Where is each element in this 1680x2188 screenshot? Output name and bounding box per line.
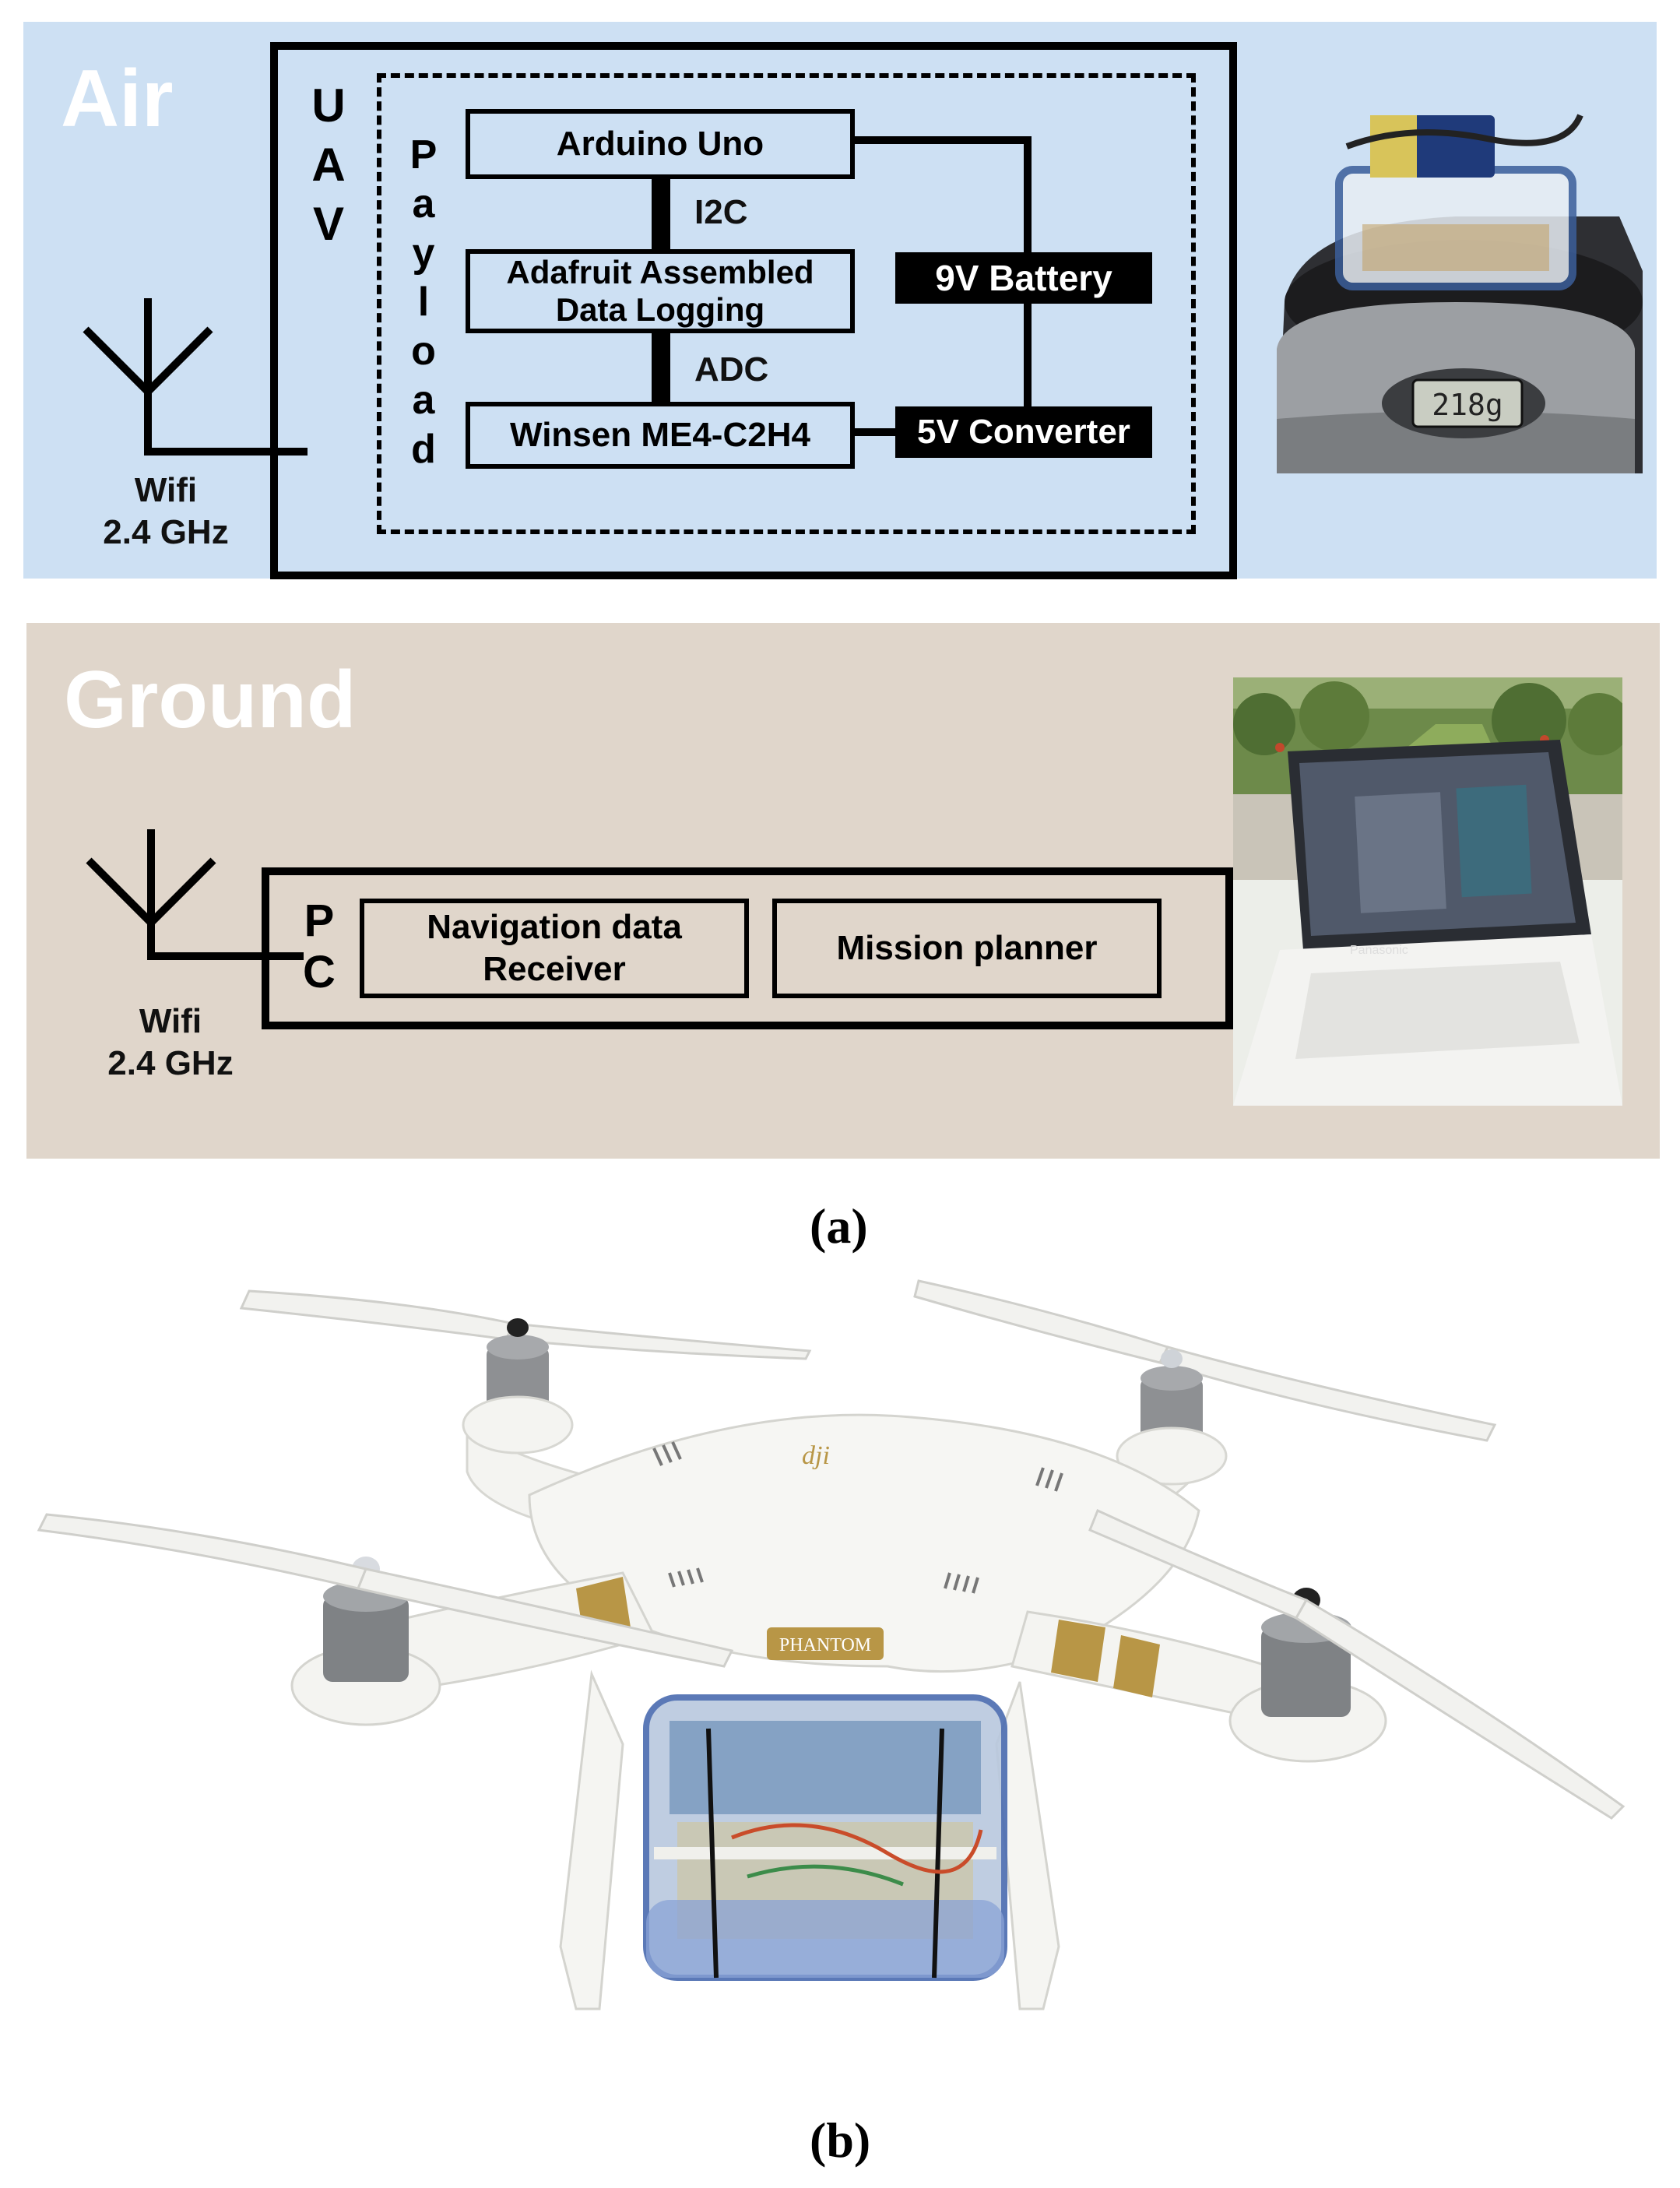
payload-scale-photo: 218g xyxy=(1253,69,1643,489)
air-panel: Air Wifi 2.4 GHz U A V P a y l o a d Ard… xyxy=(23,22,1657,579)
pc-box xyxy=(262,867,1233,1029)
drone-photo: dji PHANTOM xyxy=(37,1279,1626,2010)
adc-label: ADC xyxy=(694,350,769,389)
antenna-icon xyxy=(83,298,308,456)
pc-label: P C xyxy=(296,895,343,998)
payload-letter: P xyxy=(409,132,438,178)
scale-reading: 218g xyxy=(1432,388,1503,422)
pc-letter: C xyxy=(303,947,336,997)
air-wifi-label: Wifi 2.4 GHz xyxy=(103,471,229,551)
phantom-badge: PHANTOM xyxy=(779,1635,871,1655)
payload-letter: a xyxy=(412,181,435,227)
payload-box xyxy=(377,73,1196,534)
datalogger-block: Adafruit Assembled Data Logging xyxy=(466,249,855,333)
payload-letter: l xyxy=(417,280,430,325)
payload-letter: d xyxy=(411,427,436,472)
planner-label: Mission planner xyxy=(836,929,1098,967)
air-title: Air xyxy=(61,54,174,144)
planner-block: Mission planner xyxy=(772,899,1162,998)
ground-wifi-label: Wifi 2.4 GHz xyxy=(107,1002,234,1082)
payload-label: P a y l o a d xyxy=(400,131,447,474)
sensor-label: Winsen ME4-C2H4 xyxy=(510,416,810,454)
payload-wiring xyxy=(652,136,1032,436)
converter-label: 5V Converter xyxy=(917,413,1130,451)
datalogger-label: Adafruit Assembled Data Logging xyxy=(506,254,814,328)
caption-a: (a) xyxy=(810,1198,868,1254)
payload-letter: a xyxy=(412,378,435,423)
uav-letter: U xyxy=(311,79,346,132)
i2c-label: I2C xyxy=(694,193,748,231)
payload-letter: o xyxy=(411,329,436,374)
arduino-label: Arduino Uno xyxy=(556,125,764,163)
ground-panel: Ground Wifi 2.4 GHz P C Navigation data … xyxy=(26,623,1660,1159)
receiver-block: Navigation data Receiver xyxy=(360,899,749,998)
laptop-brand: Panasonic xyxy=(1350,944,1408,957)
dji-logo: dji xyxy=(802,1441,830,1470)
sensor-block: Winsen ME4-C2H4 xyxy=(466,402,855,469)
battery-label: 9V Battery xyxy=(935,258,1112,298)
battery-block: 9V Battery xyxy=(895,252,1152,304)
pc-letter: P xyxy=(304,895,335,946)
uav-letter: A xyxy=(311,139,346,191)
payload-letter: y xyxy=(412,230,435,276)
caption-b: (b) xyxy=(810,2112,871,2168)
arduino-block: Arduino Uno xyxy=(466,109,855,179)
receiver-label: Navigation data Receiver xyxy=(427,908,682,988)
uav-label: U A V xyxy=(305,76,352,254)
antenna-icon xyxy=(86,829,304,960)
laptop-field-photo: Panasonic xyxy=(1233,677,1622,1106)
uav-box xyxy=(270,42,1237,579)
ground-title: Ground xyxy=(64,655,357,745)
converter-block: 5V Converter xyxy=(895,406,1152,458)
uav-letter: V xyxy=(312,198,345,250)
